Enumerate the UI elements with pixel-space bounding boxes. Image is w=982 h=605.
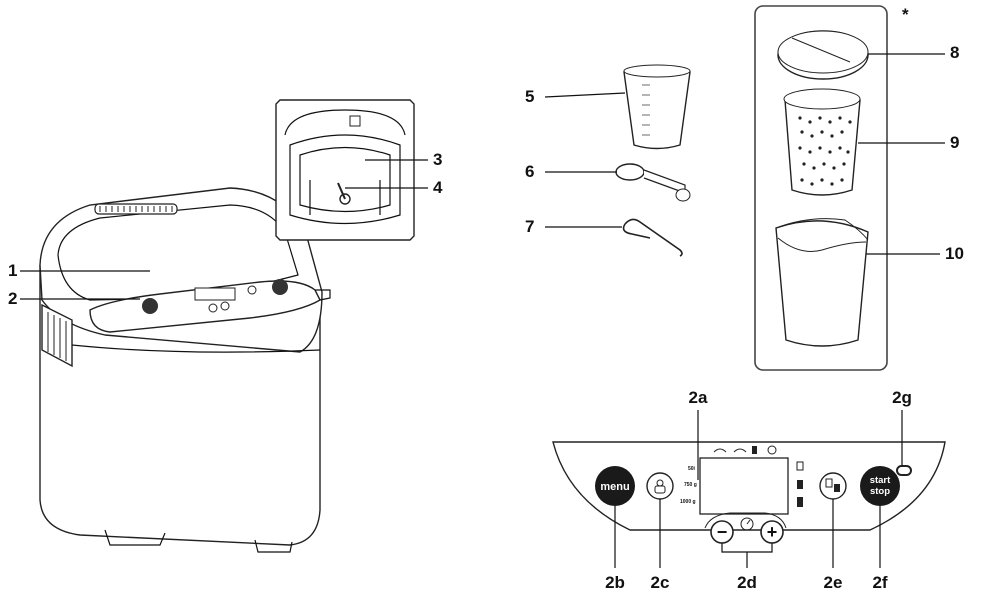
minus-symbol: − [717, 522, 728, 542]
strip-start-knob [272, 279, 288, 295]
label-2f: 2f [872, 573, 887, 592]
timer-icon [740, 517, 754, 531]
strip-button [247, 285, 257, 295]
label-2e: 2e [824, 573, 843, 592]
stop-label: stop [870, 486, 890, 497]
strip-minus [208, 303, 218, 313]
callout-5: 5 [525, 87, 534, 106]
callout-9: 9 [950, 133, 959, 152]
start-label: start [870, 475, 891, 486]
loaf-small-icon [796, 461, 804, 471]
callout-7: 7 [525, 217, 534, 236]
measuring-spoon [615, 163, 691, 202]
baking-pan [289, 134, 401, 225]
bread-maker-base-line-2 [254, 539, 293, 553]
crust-medium-icon [733, 448, 747, 453]
asterisk-note: * [902, 5, 909, 24]
container-lid [777, 30, 869, 80]
indicator-light [896, 465, 912, 476]
loaf-size-button[interactable] [819, 472, 847, 500]
side-handle [41, 303, 73, 368]
callout-2: 2 [8, 289, 17, 308]
bread-maker-base-line [104, 529, 166, 546]
crust-light-icon [713, 448, 727, 453]
bread-maker [39, 187, 331, 553]
loaf-size-icon [825, 478, 833, 488]
menu-button-label: menu [600, 481, 629, 493]
strip-menu-knob [142, 298, 158, 314]
body-band [71, 344, 321, 353]
paddle-hook [622, 218, 683, 257]
loaf-large-icon [797, 497, 803, 507]
bread-maker-lid-window [57, 204, 299, 301]
kneading-paddle [339, 193, 351, 205]
lcd-display [699, 457, 789, 515]
label-2b: 2b [605, 573, 625, 592]
callout-1: 1 [8, 261, 17, 280]
timer-bracket [704, 512, 787, 529]
callout-3: 3 [433, 150, 442, 169]
label-2g: 2g [892, 388, 912, 407]
leader-2d [721, 543, 773, 568]
loaf-medium-icon [797, 480, 803, 489]
callout-4: 4 [433, 178, 443, 197]
callout-8: 8 [950, 43, 959, 62]
label-2a: 2a [689, 388, 708, 407]
strip-display [194, 287, 236, 301]
start-stop-button[interactable] [860, 466, 900, 506]
callout-6: 6 [525, 162, 534, 181]
strip-plus [220, 301, 230, 311]
bread-maker-control-strip [89, 280, 321, 333]
label-2c: 2c [651, 573, 670, 592]
weight-label-3: 1000 g [680, 499, 696, 505]
leader-5 [544, 92, 626, 98]
program-icon [767, 445, 777, 455]
plus-symbol: + [767, 522, 778, 542]
pan-inset [275, 99, 415, 241]
label-2d: 2d [737, 573, 757, 592]
measuring-cup [623, 64, 691, 150]
container-jar [775, 218, 869, 347]
menu-button[interactable] [595, 466, 635, 506]
perforated-basket [783, 88, 861, 196]
weight-label-2: 750 g [684, 482, 697, 488]
weight-label-1: 50i [688, 466, 696, 472]
callout-10: 10 [945, 244, 964, 263]
crust-dark-icon [752, 446, 757, 454]
